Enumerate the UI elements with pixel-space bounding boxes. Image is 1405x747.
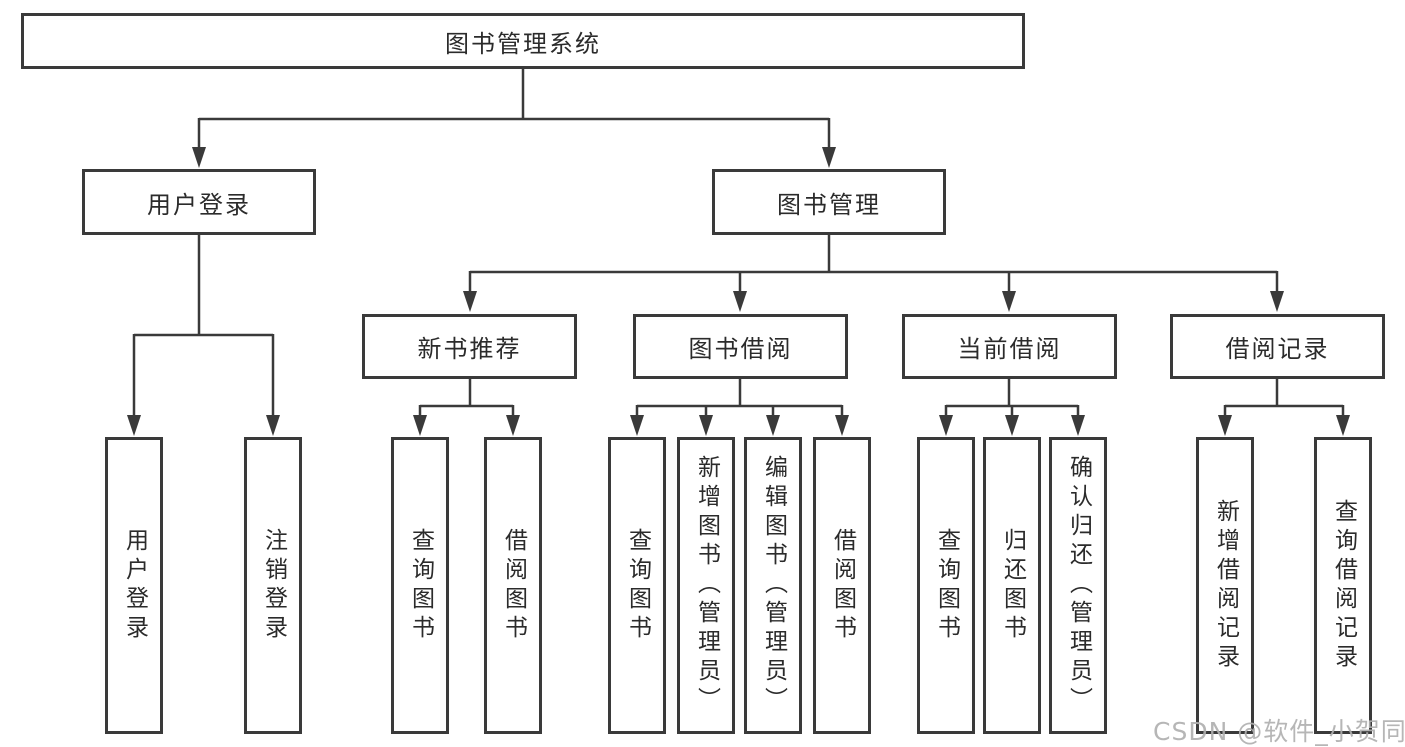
leaf-edit-book-admin: 编辑图书（管理员）: [744, 437, 802, 734]
leaf-query-books-borrowing: 查询图书: [608, 437, 666, 734]
node-book-borrowing: 图书借阅: [633, 314, 848, 379]
arrowheads: [127, 147, 1350, 436]
leaf-query-borrow-record: 查询借阅记录: [1314, 437, 1372, 734]
csdn-watermark: CSDN @软件_小贺同学: [1153, 717, 1405, 746]
leaf-add-borrow-record: 新增借阅记录: [1196, 437, 1254, 734]
leaf-user-login: 用户登录: [105, 437, 163, 734]
node-new-book-recommend: 新书推荐: [362, 314, 577, 379]
node-current-borrowing: 当前借阅: [902, 314, 1117, 379]
leaf-return-book: 归还图书: [983, 437, 1041, 734]
node-user-login: 用户登录: [82, 169, 316, 235]
leaf-confirm-return-admin: 确认归还（管理员）: [1049, 437, 1107, 734]
node-borrow-records: 借阅记录: [1170, 314, 1385, 379]
leaf-query-books-current: 查询图书: [917, 437, 975, 734]
leaf-borrow-books-borrowing: 借阅图书: [813, 437, 871, 734]
node-root: 图书管理系统: [21, 13, 1025, 69]
leaf-borrow-books-recommend: 借阅图书: [484, 437, 542, 734]
node-book-management: 图书管理: [712, 169, 946, 235]
leaf-query-books-recommend: 查询图书: [391, 437, 449, 734]
leaf-add-book-admin: 新增图书（管理员）: [677, 437, 735, 734]
leaf-logout: 注销登录: [244, 437, 302, 734]
